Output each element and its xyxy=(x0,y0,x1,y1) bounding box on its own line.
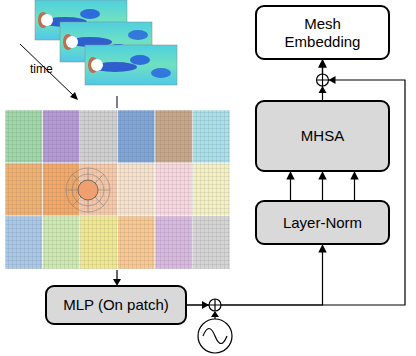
add-symbol-cross xyxy=(209,299,221,311)
cylinder-mesh xyxy=(66,168,110,212)
positional-encoding-symbol xyxy=(198,319,232,353)
add-symbol xyxy=(209,299,221,311)
encoding-arrowhead xyxy=(211,311,219,317)
add-symbol-cross xyxy=(317,74,329,86)
add-symbol xyxy=(317,74,329,86)
cylinder xyxy=(78,180,98,200)
mesh-patch-grid xyxy=(5,110,230,269)
add-arrowhead xyxy=(329,76,336,84)
process-box: MLP (On patch) xyxy=(45,285,187,325)
connector xyxy=(322,172,323,200)
frames-connector xyxy=(117,96,118,108)
time-arrow xyxy=(20,44,74,96)
add-arrowhead xyxy=(319,86,327,93)
process-box: Layer-Norm xyxy=(255,200,390,245)
output-box: Mesh Embedding xyxy=(255,5,390,60)
time-arrowhead xyxy=(70,92,78,100)
box-label: Layer-Norm xyxy=(283,214,362,232)
box-label: MLP (On patch) xyxy=(63,296,169,314)
connector xyxy=(290,172,291,200)
add-arrowhead xyxy=(202,301,209,309)
axis-label: time xyxy=(30,62,53,76)
sine-wave xyxy=(203,329,227,344)
box-label: Mesh Embedding xyxy=(275,15,370,51)
connector xyxy=(354,172,355,200)
box-label: MHSA xyxy=(301,127,344,145)
flow-frame xyxy=(85,45,177,85)
process-box: MHSA xyxy=(255,100,390,172)
